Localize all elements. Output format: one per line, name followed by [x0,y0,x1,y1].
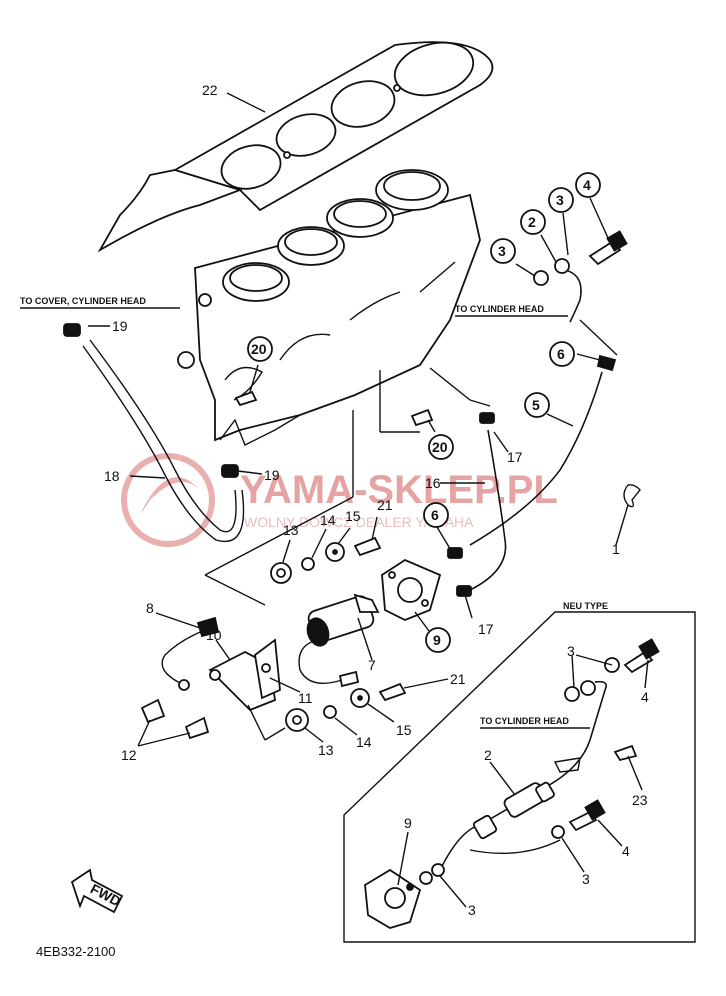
callout-18: 18 [104,468,120,484]
callout-3-box-top: 3 [567,643,575,659]
callout-14-top: 14 [320,512,336,528]
callout-23: 23 [632,792,648,808]
callout-4-top: 4 [583,177,591,193]
fwd-arrow-icon: FWD [70,868,124,914]
callout-20-bottom: 20 [432,439,448,455]
part-15-washer-top [325,542,345,562]
callout-8: 8 [146,600,154,616]
callout-19-bottom: 19 [264,467,280,483]
callout-7: 7 [368,657,376,673]
carburetor-assembly [177,169,481,446]
callout-9-box: 9 [404,815,412,831]
callout-6-top: 6 [557,346,565,362]
callout-1: 1 [612,541,620,557]
watermark: YAMA-SKLEP.PL WOLNY DOWCZ DEALER YAMAHA [121,453,558,547]
callout-21-bottom: 21 [450,671,466,687]
callout-4-box-top: 4 [641,689,649,705]
callout-4-box-bottom: 4 [622,843,630,859]
callout-5: 5 [532,397,540,413]
part-13-grommet-bottom [285,708,309,732]
part-21-bolt-top [353,536,382,557]
callout-14-bottom: 14 [356,734,372,750]
callout-19-top: 19 [112,318,128,334]
note-to-cylinder-head-top: TO CYLINDER HEAD [455,304,568,317]
part-2-pipe-top [564,269,582,323]
part-18-hose [82,339,245,542]
callout-11: 11 [298,690,313,706]
callout-9: 9 [433,632,441,648]
callout-22: 22 [202,82,218,98]
part-22-plate [97,41,494,253]
callout-3-box-middle: 3 [582,871,590,887]
callout-15-top: 15 [345,508,361,524]
note-to-cover-cylinder-head: TO COVER, CYLINDER HEAD [20,296,146,306]
part-19-clip-top [63,323,81,337]
watermark-sub-text: WOLNY DOWCZ DEALER YAMAHA [244,514,474,530]
part-11-bracket [254,638,281,700]
part-20-screw-bottom [410,408,434,427]
watermark-logo-ring [121,453,215,547]
callout-21-top: 21 [377,497,393,513]
part-19-clip-bottom [221,464,239,478]
callout-2-top: 2 [528,214,536,230]
callout-16: 16 [425,475,441,491]
part-17-clip-top [479,412,495,424]
part-15-washer-bottom [350,688,370,708]
part-6-clip-top [596,354,617,372]
part-13-grommet-top [270,562,292,584]
watermark-logo-mark [140,477,200,515]
new-type-label: NEU TYPE [563,601,608,611]
part-14-collar-top [301,557,315,571]
part-3-washer-top [533,258,570,286]
part-21-bolt-bottom [378,682,407,702]
callout-20-top: 20 [251,341,267,357]
new-type-box: NEU TYPE TO CYLINDER HEAD [343,601,696,943]
part-12-screws [140,698,210,740]
callout-13-bottom: 13 [318,742,334,758]
callout-2-box: 2 [484,747,492,763]
callout-6-bottom: 6 [431,507,439,523]
callout-12: 12 [121,747,137,763]
note-to-cylinder-head-top-text: TO CYLINDER HEAD [455,304,544,314]
callout-15-bottom: 15 [396,722,412,738]
part-1-clip [623,484,641,508]
callout-17-bottom: 17 [478,621,494,637]
watermark-main-text: YAMA-SKLEP.PL [240,468,558,512]
callout-13-top: 13 [283,522,299,538]
part-7-valve [298,593,380,688]
callout-10: 10 [206,627,222,643]
callout-3-box-bottom: 3 [468,902,476,918]
part-16-hose [469,429,507,591]
callouts: 22 19 20 18 19 3 2 3 4 6 5 20 17 16 21 1… [104,82,649,918]
part-5-hose [469,371,603,546]
leader-lines [88,92,629,747]
part-8-lead-wire [161,616,220,691]
part-4-bolt-top [588,230,628,266]
callout-17-top: 17 [507,449,523,465]
callout-3-right: 3 [556,192,564,208]
part-17-clip-bottom [456,585,472,597]
note-to-cylinder-head-box-text: TO CYLINDER HEAD [480,716,569,726]
part-20-screw-top [234,390,258,407]
note-to-cover: TO COVER, CYLINDER HEAD [20,296,180,309]
part-code: 4EB332-2100 [36,944,116,959]
part-9-plate [381,558,442,621]
callout-3-left: 3 [498,243,506,259]
part-14-collar-bottom [323,705,337,719]
